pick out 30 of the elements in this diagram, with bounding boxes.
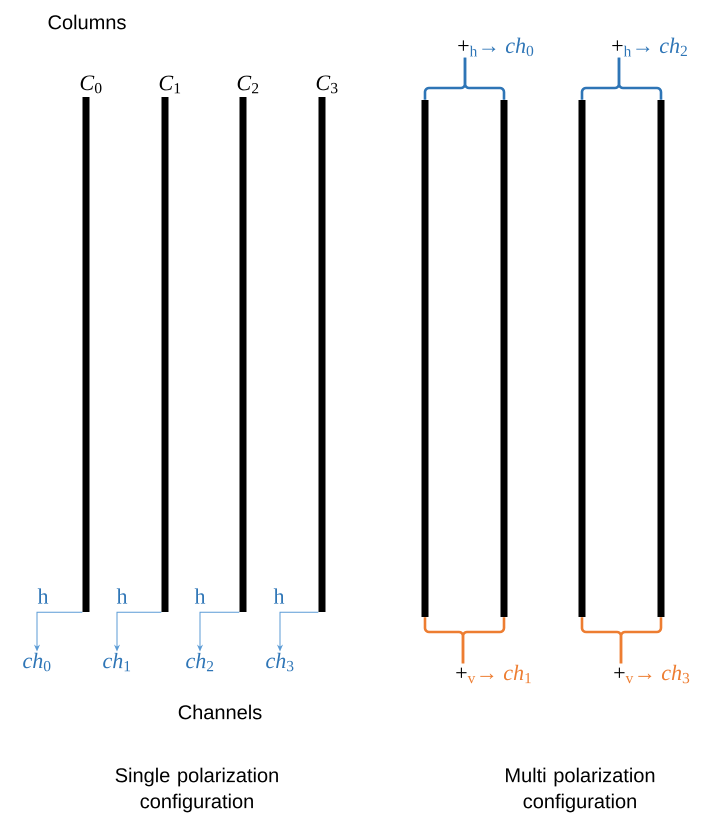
sum-label: +$_{h}$→ ch$_{2}$	[612, 38, 687, 56]
bracket	[464, 58, 506, 100]
column-bar: C$_{1}$	[160, 76, 180, 612]
column-bar	[422, 100, 428, 617]
sum-label: + $_{v}$→ ch$_{1}$	[456, 664, 531, 684]
edge-label: h	[274, 588, 284, 604]
column-bar	[578, 100, 586, 617]
text-label: Single polarization configuration	[116, 768, 278, 812]
node-label: C$_{2}$	[238, 76, 258, 94]
node-label: C$_{0}$	[80, 75, 102, 94]
node-label: C$_{3}$	[316, 75, 338, 94]
node-label: C$_{1}$	[160, 76, 180, 94]
text-label: Multi polarization configuration	[506, 768, 654, 812]
column-bar: C$_{2}$	[238, 76, 258, 612]
column-bar	[658, 100, 664, 617]
sum-label: +$_{h}$→ ch$_{0}$	[458, 38, 534, 56]
column-bar: C$_{3}$	[316, 75, 338, 612]
column-bar	[500, 100, 508, 617]
channel-label: ch$_{0}$	[23, 652, 50, 672]
text-label: Channels	[178, 704, 262, 720]
column-bar: C$_{0}$	[80, 75, 102, 612]
text-label: Columns	[48, 14, 126, 30]
channel-label: ch$_{1}$	[103, 652, 130, 672]
edge-label: h	[116, 588, 128, 604]
edge-label: h	[194, 588, 206, 604]
bracket	[618, 58, 662, 100]
channel-label: ch$_{3}$	[266, 652, 294, 672]
channel-label: ch$_{2}$	[186, 652, 214, 672]
edge-label: h	[38, 588, 48, 604]
sum-label: + $_{v}$→ ch$_{3}$	[614, 664, 690, 684]
